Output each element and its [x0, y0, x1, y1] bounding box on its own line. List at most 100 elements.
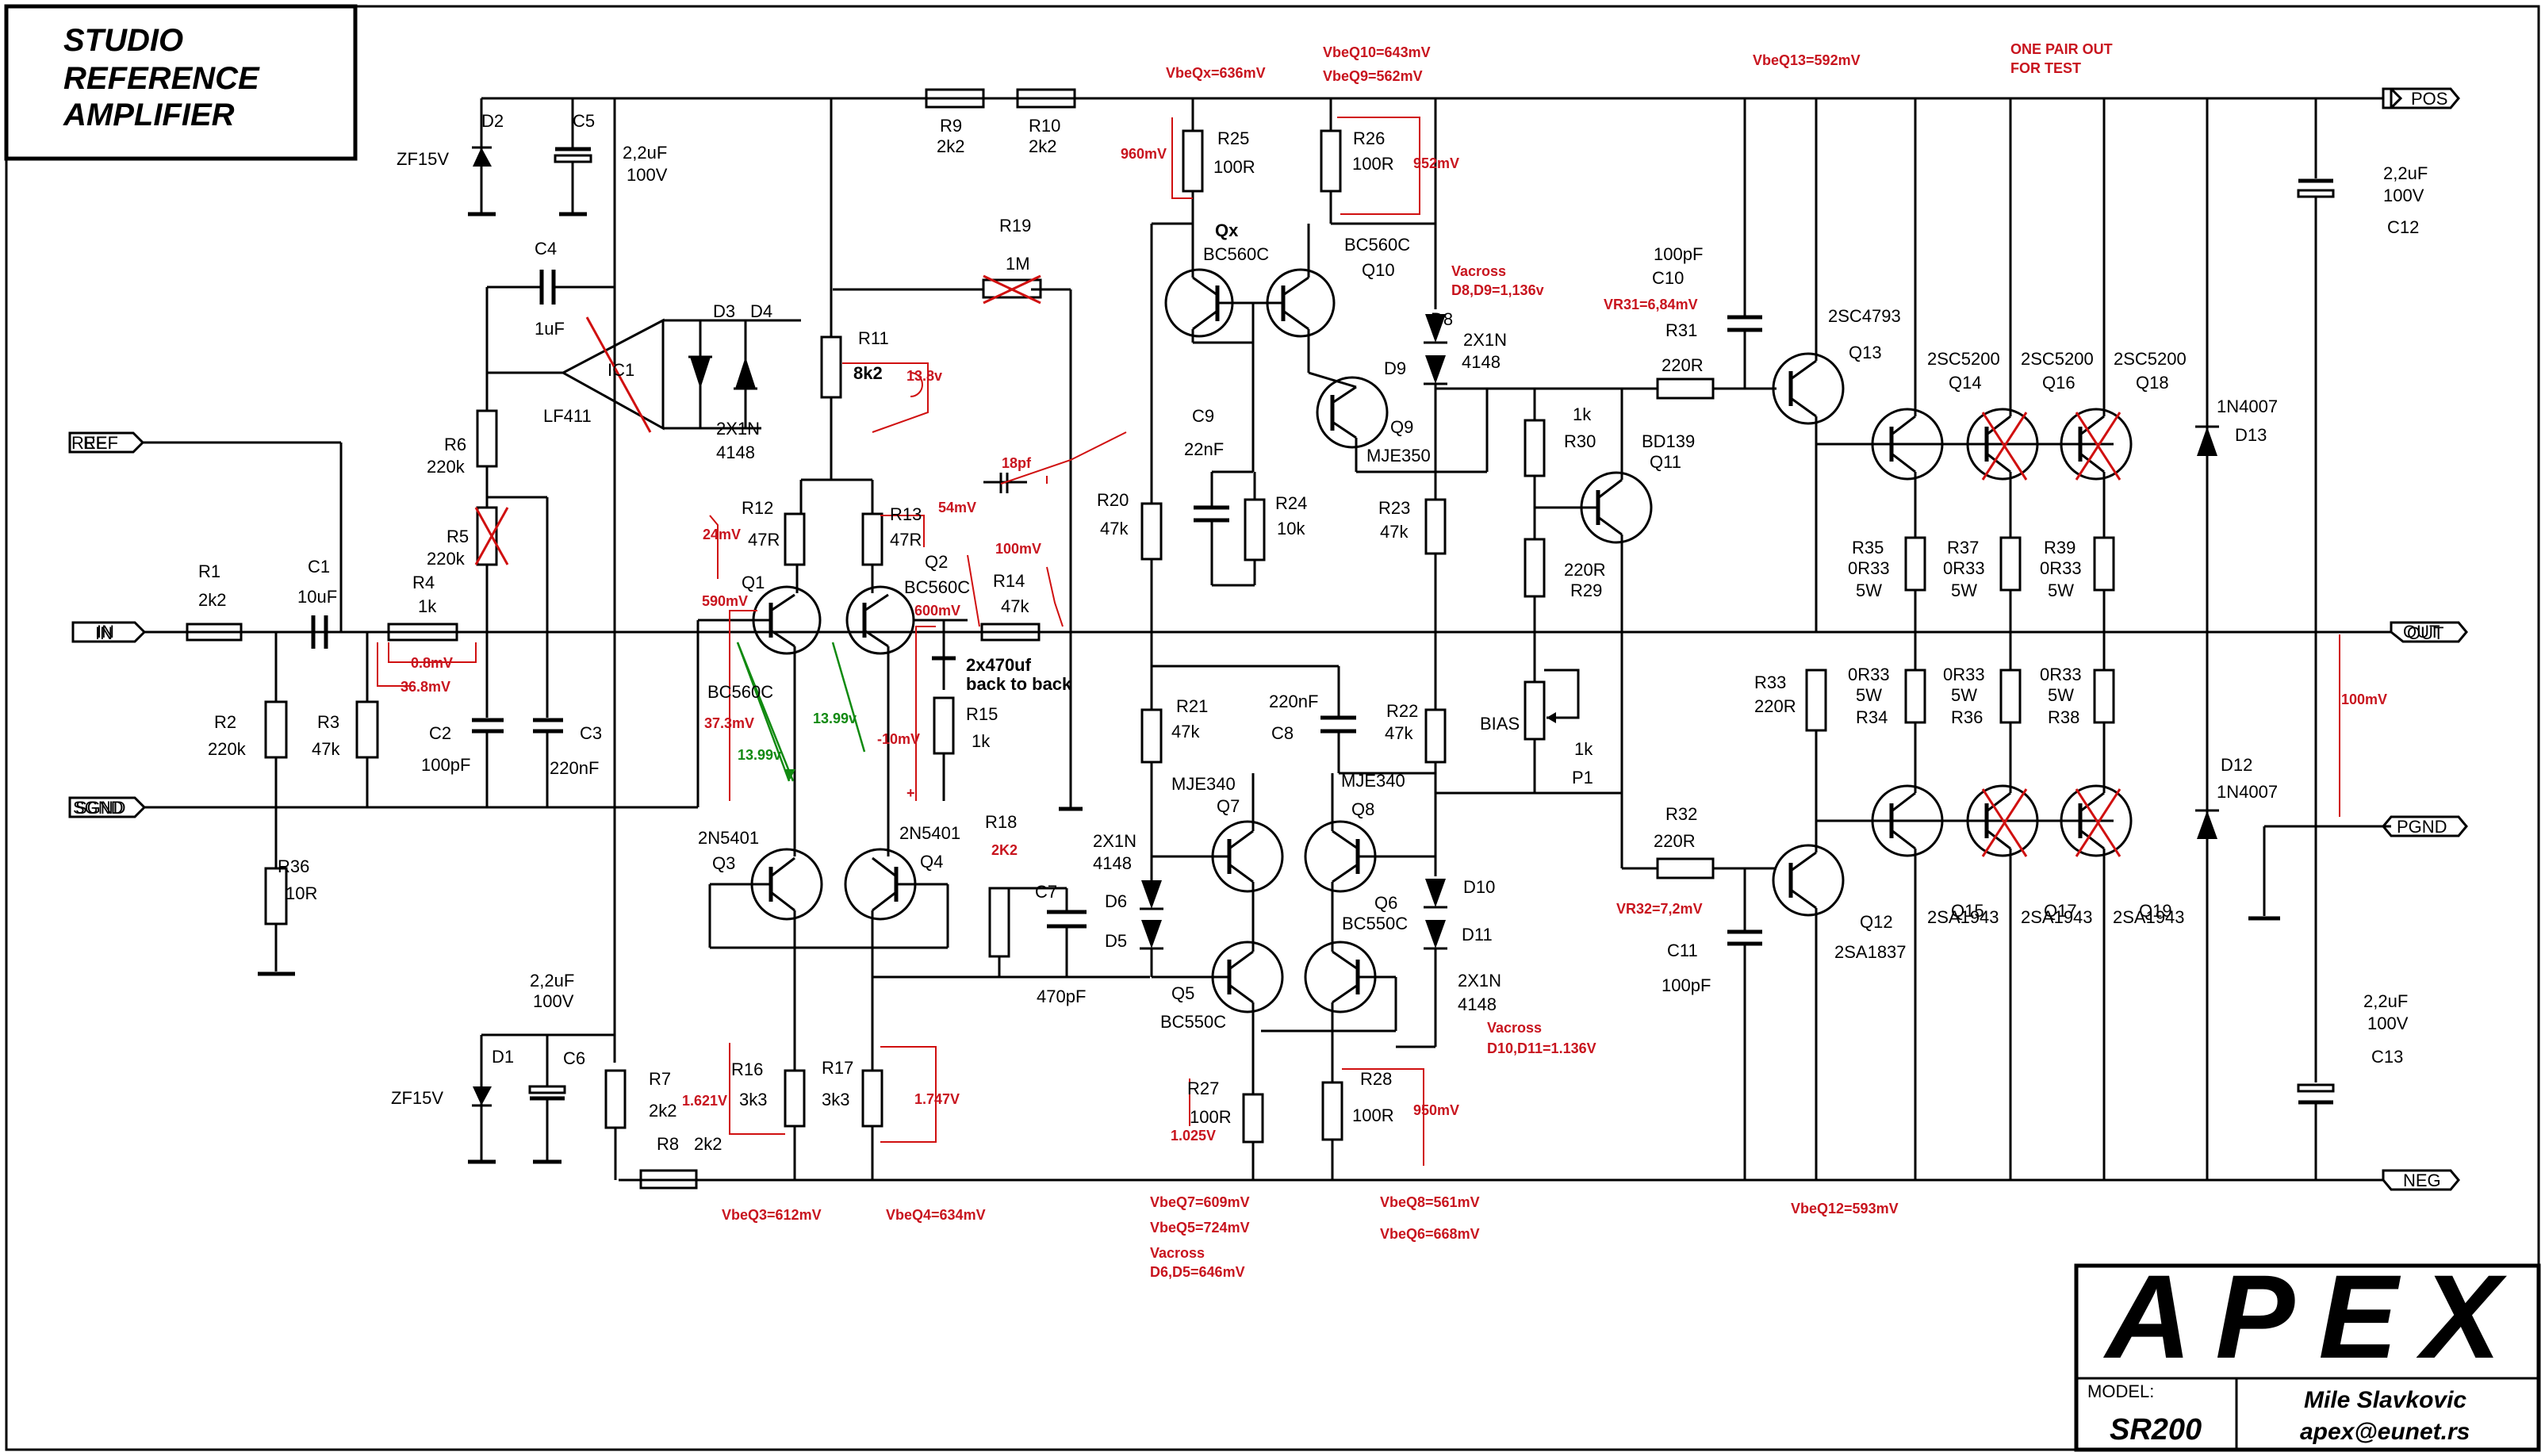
component-label: 5W [2048, 580, 2074, 600]
component-label: 1k [972, 731, 991, 751]
q15 [1871, 784, 1944, 1180]
component-label: C1 [308, 557, 330, 577]
component-label: 47k [1380, 522, 1409, 542]
component-label: 2N5401 [698, 828, 759, 848]
component-label: SGND [73, 798, 124, 818]
component-label: Q11 [1650, 452, 1681, 472]
component-label: 100pF [1662, 975, 1711, 995]
component-label: Q17 [2044, 901, 2077, 921]
component-label: D3 [713, 301, 735, 321]
measurement-annotation: FOR TEST [2010, 60, 2081, 76]
component-label: D13 [2235, 425, 2267, 445]
component-label: R25 [1217, 128, 1249, 148]
component-label: Q3 [712, 853, 735, 873]
red-measurement-marks [377, 117, 2340, 1166]
component-label: R14 [993, 571, 1025, 591]
component-label: R37 [1947, 538, 1979, 557]
component-label: ZF15V [391, 1088, 443, 1108]
component-label: D6 [1105, 891, 1127, 911]
page-border [5, 5, 2540, 1451]
component-label: Q8 [1351, 799, 1374, 819]
component-label: 2N5401 [899, 823, 960, 843]
component-label: 4148 [1458, 994, 1497, 1014]
component-label: C7 [1035, 882, 1057, 902]
component-label: 10R [286, 883, 317, 903]
component-label: R16 [731, 1059, 763, 1079]
measurement-annotation: VbeQ8=561mV [1380, 1194, 1480, 1210]
component-label: C8 [1271, 723, 1294, 743]
component-label: C2 [429, 723, 451, 743]
component-label: R1 [198, 561, 220, 581]
title-line-3: AMPLIFIER [63, 98, 235, 132]
red-annotations: VbeQx=636mVVbeQ10=643mVVbeQ9=562mVVbeQ13… [401, 41, 2387, 1280]
component-label: 2X1N [716, 419, 760, 439]
measurement-annotation: 600mV [914, 603, 960, 619]
component-label: 1N4007 [2217, 782, 2278, 802]
component-label: 10k [1277, 519, 1305, 538]
measurement-annotation: VbeQx=636mV [1166, 65, 1266, 81]
measurement-annotation: Vacross [1451, 263, 1506, 279]
measurement-annotation: 590mV [702, 593, 748, 609]
component-label: 0R33 [1848, 665, 1890, 684]
component-label: 220R [1662, 355, 1704, 375]
measurement-annotation: ONE PAIR OUT [2010, 41, 2113, 57]
component-label: 10uF [297, 587, 337, 607]
voltage-annotation: 13.99v [738, 747, 781, 763]
component-label: Q19 [2139, 901, 2172, 921]
component-label: R29 [1570, 580, 1602, 600]
component-label: Q1 [742, 573, 765, 592]
component-label: 2SA1943 [2021, 907, 2093, 927]
measurement-annotation: -10mV [877, 731, 920, 747]
component-label: 220nF [1269, 692, 1318, 711]
component-label: R30 [1564, 431, 1596, 451]
component-label: Q13 [1849, 343, 1882, 362]
bias-spreader [1487, 387, 1658, 870]
port-in: IN [71, 621, 147, 643]
component-label: 100pF [1654, 244, 1703, 264]
component-label: BC560C [707, 682, 773, 702]
measurement-annotation: VbeQ10=643mV [1323, 44, 1431, 60]
input-network [143, 270, 615, 976]
measurement-annotation: VbeQ4=634mV [886, 1207, 986, 1223]
measurement-annotation: 1.747V [914, 1091, 960, 1107]
component-label: R32 [1665, 804, 1697, 824]
title-line-2: REFERENCE [63, 61, 260, 96]
measurement-annotation: D10,D11=1.136V [1487, 1040, 1596, 1056]
zener-d2-c5 [468, 97, 615, 216]
component-label: R34 [1856, 707, 1888, 727]
component-label: R26 [1353, 128, 1385, 148]
component-label: 220k [427, 457, 466, 477]
measurement-annotation: 2K2 [991, 842, 1018, 858]
component-label: R38 [2048, 707, 2079, 727]
component-label: R5 [447, 527, 469, 546]
measurement-annotation: D6,D5=646mV [1150, 1264, 1245, 1280]
component-label: 1k [418, 596, 437, 616]
component-label: 5W [1951, 580, 1977, 600]
component-label: 1M [1006, 254, 1030, 274]
component-label: Q6 [1374, 893, 1397, 913]
port-neg: NEG [2382, 1169, 2460, 1191]
measurement-annotation: 952mV [1413, 155, 1459, 171]
measurement-annotation: 1.621V [682, 1093, 727, 1109]
measurement-annotation: VbeQ12=593mV [1791, 1201, 1899, 1217]
component-label: R27 [1187, 1079, 1219, 1098]
component-label: R12 [742, 498, 773, 518]
component-label: R11 [858, 328, 889, 348]
measurement-annotation: 36.8mV [401, 679, 450, 695]
green-annotations: 13.99v 13.99v [738, 711, 857, 763]
component-label: 2k2 [1029, 136, 1056, 156]
component-label: D1 [492, 1047, 514, 1067]
component-label: 470pF [1037, 987, 1086, 1006]
voltage-annotation: 13.99v [813, 711, 857, 726]
port-ref: REF [68, 431, 145, 454]
component-label: R24 [1275, 493, 1307, 513]
component-label: 5W [2048, 685, 2074, 705]
component-label: 2k2 [198, 590, 226, 610]
model-label: MODEL: [2087, 1381, 2154, 1401]
component-label: 2SC5200 [1927, 349, 2000, 369]
component-label: Q12 [1860, 912, 1893, 932]
component-label: IC1 [608, 360, 634, 380]
rail-protection [2195, 98, 2335, 1180]
q1-q2-input-pair [696, 278, 1083, 856]
